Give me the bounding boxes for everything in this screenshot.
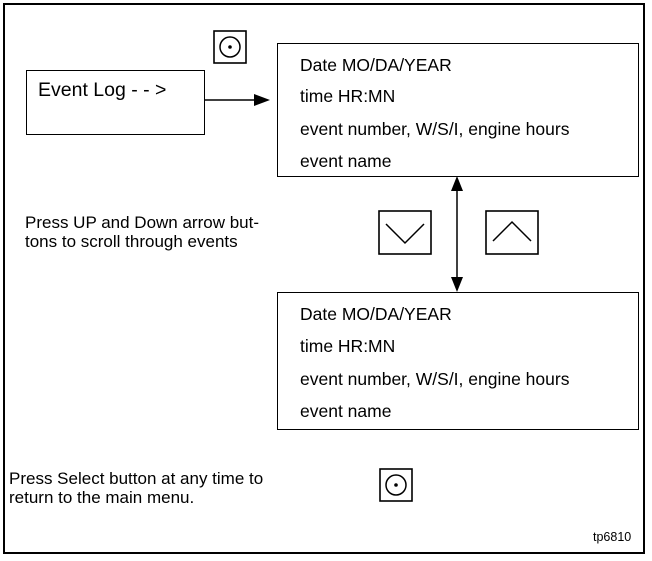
event-log-box: Event Log - - > bbox=[26, 70, 205, 135]
scroll-double-arrow bbox=[451, 176, 463, 292]
up-arrow-button-icon bbox=[485, 210, 539, 255]
figure-id-label: tp6810 bbox=[593, 530, 632, 544]
event-display-box-1: Date MO/DA/YEAR time HR:MN event number,… bbox=[277, 43, 639, 177]
figure-frame bbox=[3, 3, 645, 554]
event-time-line: time HR:MN bbox=[300, 86, 396, 106]
event-date-line: Date MO/DA/YEAR bbox=[300, 304, 452, 324]
event-number-line: event number, W/S/I, engine hours bbox=[300, 119, 570, 139]
down-arrow-button-icon bbox=[378, 210, 432, 255]
event-log-label: Event Log - - > bbox=[38, 79, 167, 101]
event-date-line: Date MO/DA/YEAR bbox=[300, 55, 452, 75]
select-button-icon bbox=[379, 468, 413, 502]
event-name-line: event name bbox=[300, 401, 392, 421]
select-button-icon bbox=[213, 30, 247, 64]
event-time-line: time HR:MN bbox=[300, 336, 396, 356]
event-number-line: event number, W/S/I, engine hours bbox=[300, 369, 570, 389]
event-name-line: event name bbox=[300, 151, 392, 171]
event-log-arrow bbox=[205, 94, 270, 106]
event-display-box-2: Date MO/DA/YEAR time HR:MN event number,… bbox=[277, 292, 639, 430]
scroll-instruction: Press UP and Down arrow but- tons to scr… bbox=[25, 213, 260, 251]
select-instruction: Press Select button at any time to retur… bbox=[9, 469, 264, 507]
